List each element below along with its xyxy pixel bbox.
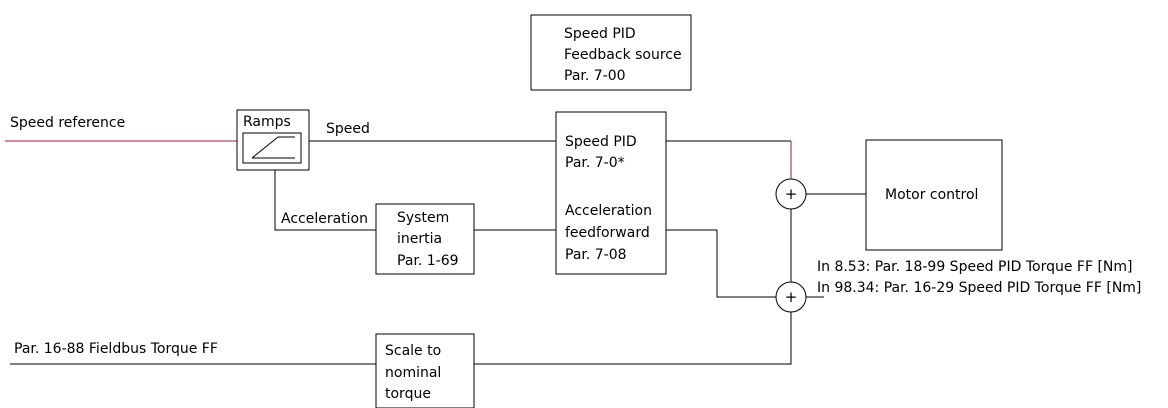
system-inertia-line2: inertia <box>397 231 442 247</box>
acceleration-signal-label: Acceleration <box>281 211 368 227</box>
system-inertia-line1: System <box>397 210 449 226</box>
upper-summing-junction: + <box>775 178 807 210</box>
speed-signal-label: Speed <box>326 121 370 137</box>
scale-to-nominal-torque-block: Scale to nominal torque <box>375 333 475 408</box>
motor-control-box <box>865 139 1003 251</box>
speed-pid-line1: Speed PID <box>565 134 637 150</box>
scale-line2: nominal <box>385 365 441 381</box>
speed-pid-box <box>555 111 667 275</box>
output-par-label-2: In 98.34: Par. 16-29 Speed PID Torque FF… <box>817 280 1141 296</box>
speed-pid-line3: Acceleration <box>565 203 652 219</box>
feedback-source-line2: Feedback source <box>564 47 682 63</box>
system-inertia-block: System inertia Par. 1-69 <box>375 203 475 275</box>
speed-reference-label: Speed reference <box>10 115 125 131</box>
scaled-torque-wire <box>474 312 792 365</box>
feedback-source-line1: Speed PID <box>564 26 636 42</box>
speed-pid-line2: Par. 7-0* <box>565 155 625 171</box>
motor-control-label: Motor control <box>885 187 978 203</box>
system-inertia-line3: Par. 1-69 <box>397 253 459 269</box>
system-inertia-box <box>375 203 475 275</box>
feedback-source-block: Speed PID Feedback source Par. 7-00 <box>530 14 692 91</box>
feedback-source-box <box>530 14 692 91</box>
speed-pid-block: Speed PID Par. 7-0* Acceleration feedfor… <box>555 111 667 275</box>
speed-pid-line5: Par. 7-08 <box>565 247 627 263</box>
ramps-block: Ramps <box>236 109 310 171</box>
ramp-icon <box>251 136 295 159</box>
motor-control-block: Motor control <box>865 139 1003 251</box>
lower-summing-junction: + <box>775 281 807 313</box>
ramps-label: Ramps <box>243 114 291 130</box>
upper-sum-symbol: + <box>785 185 798 203</box>
scale-box <box>375 333 475 408</box>
feedback-source-line3: Par. 7-00 <box>564 68 626 84</box>
scale-line1: Scale to <box>385 343 441 359</box>
feedforward-output-wire <box>666 229 776 298</box>
acceleration-wire <box>274 170 376 231</box>
lower-sum-symbol: + <box>785 288 798 306</box>
speed-pid-line4: feedforward <box>565 225 650 241</box>
scale-line3: torque <box>385 386 431 402</box>
output-par-label-1: In 8.53: Par. 18-99 Speed PID Torque FF … <box>817 259 1133 275</box>
fieldbus-torque-ff-label: Par. 16-88 Fieldbus Torque FF <box>14 341 218 357</box>
